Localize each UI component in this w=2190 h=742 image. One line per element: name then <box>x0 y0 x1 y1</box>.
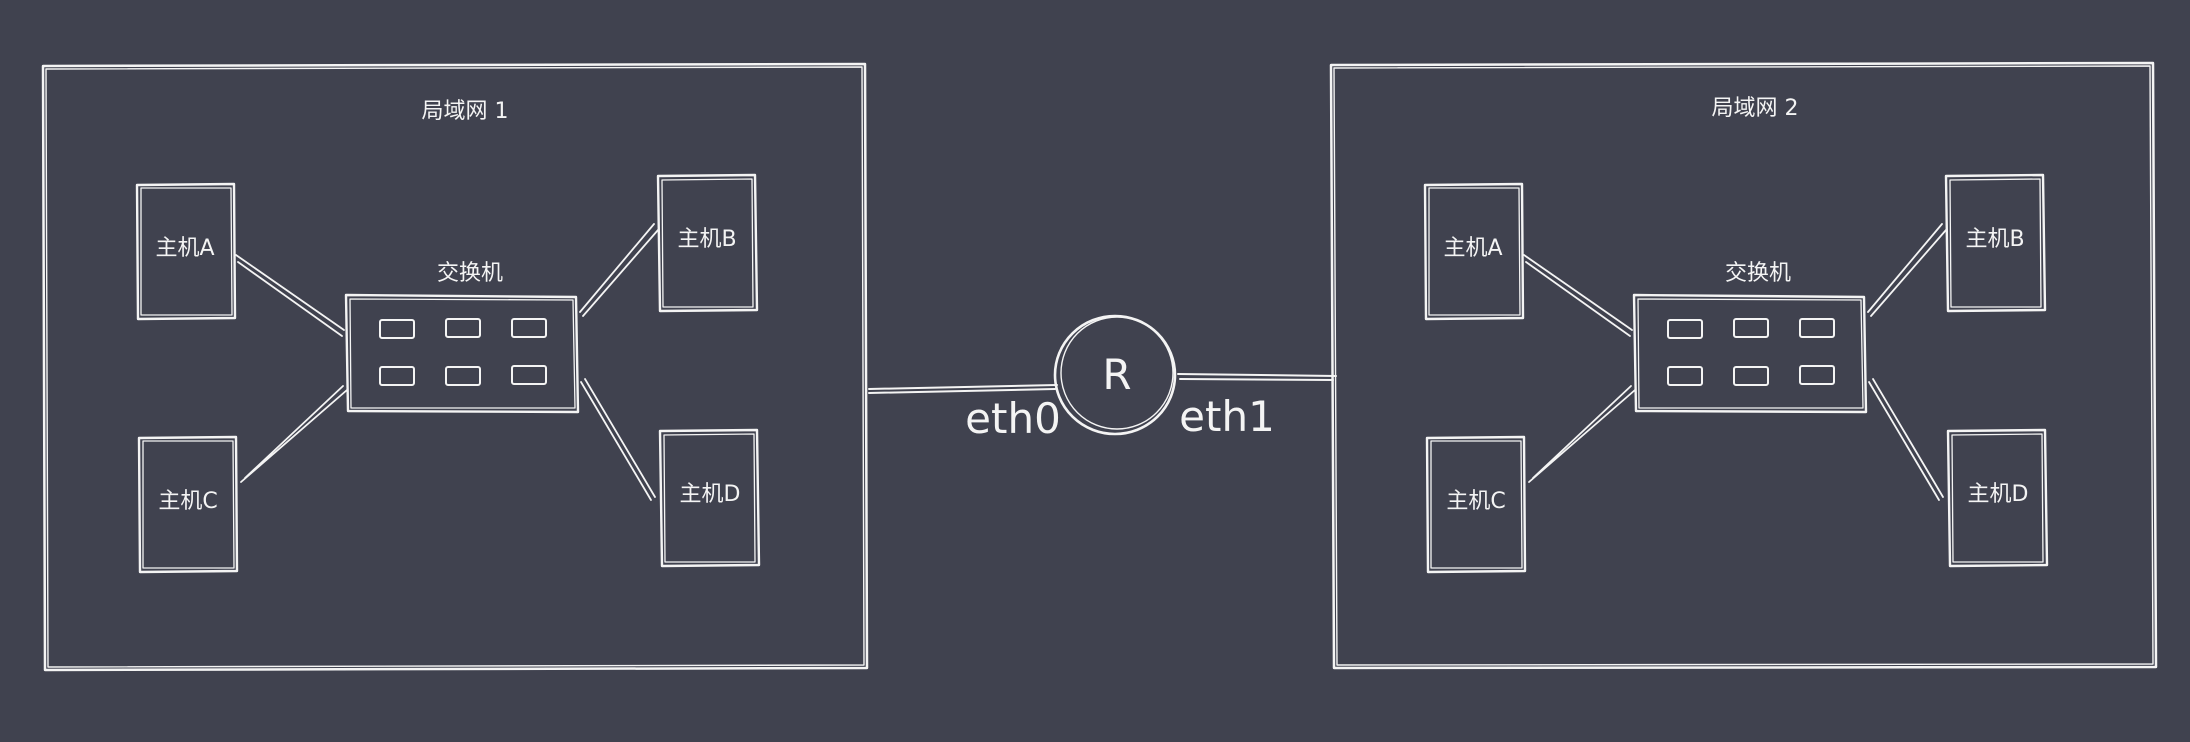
lan-2-switch[interactable]: 交换机 <box>1632 261 1868 414</box>
lan-1-host-c[interactable]: 主机C <box>137 435 239 574</box>
router-links <box>868 373 1337 394</box>
lan-1-host-d-label: 主机D <box>680 482 741 507</box>
lan-2-host-b[interactable]: 主机B <box>1944 173 2047 313</box>
lan-1-links <box>235 223 659 501</box>
lan-1-switch-ports <box>379 318 547 386</box>
lan-2-switch-label: 交换机 <box>1725 261 1791 286</box>
lan-1-host-b[interactable]: 主机B <box>656 173 759 313</box>
lan-1-boundary <box>41 62 869 672</box>
lan-2-host-c[interactable]: 主机C <box>1425 435 1527 574</box>
lan-2-host-d-label: 主机D <box>1968 482 2029 507</box>
lan-2-host-b-label: 主机B <box>1965 227 2024 252</box>
eth1-label: eth1 <box>1179 392 1275 441</box>
router-label: R <box>1102 350 1131 399</box>
lan-1-host-a-label: 主机A <box>155 236 214 261</box>
eth0-label: eth0 <box>965 394 1061 443</box>
lan-1-title: 局域网 1 <box>422 99 509 124</box>
lan-2-links <box>1523 223 1947 501</box>
lan-2-host-a-label: 主机A <box>1443 236 1502 261</box>
lan-1-host-c-label: 主机C <box>158 489 217 514</box>
lan-2-boundary <box>1329 61 2158 670</box>
lan-2-switch-ports <box>1667 318 1835 386</box>
lan-2-title: 局域网 2 <box>1712 96 1799 121</box>
lan-1-switch-label: 交换机 <box>437 261 503 286</box>
lan-1-switch[interactable]: 交换机 <box>344 261 580 414</box>
lan-2-host-d[interactable]: 主机D <box>1946 428 2049 568</box>
lan-1-host-a[interactable]: 主机A <box>135 182 237 321</box>
router-circle <box>1053 314 1177 436</box>
router[interactable]: R <box>1044 314 1177 436</box>
lan-1-host-d[interactable]: 主机D <box>658 428 761 568</box>
lan-2: 局域网 2 主机A 主机B 主机C 主机D 交换机 <box>1329 61 2158 670</box>
lan-2-host-a[interactable]: 主机A <box>1423 182 1525 321</box>
lan-1-host-b-label: 主机B <box>677 227 736 252</box>
lan-2-host-c-label: 主机C <box>1446 489 1505 514</box>
lan-1: 局域网 1 主机A 主机B 主机C 主机D 交换机 <box>41 62 869 672</box>
